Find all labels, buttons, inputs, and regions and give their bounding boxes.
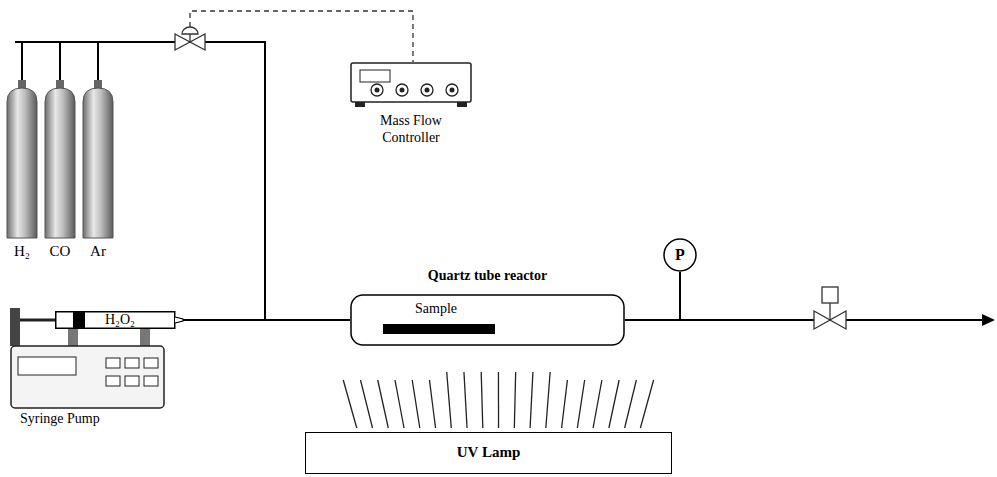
control-signal: [190, 11, 413, 62]
gas-cylinder: CO: [44, 80, 76, 260]
control-signal: [190, 11, 413, 62]
uv-ray: [514, 372, 515, 428]
uv-ray: [577, 380, 584, 428]
gas-valve: [190, 34, 205, 50]
device-label: Mass Flow Controller: [365, 112, 457, 146]
pump-frame: [140, 327, 150, 346]
uv-ray: [546, 372, 550, 428]
uv-ray: [343, 380, 357, 428]
outlet-valve: [829, 303, 830, 320]
uv-lamp: UV Lamp: [305, 432, 672, 474]
node-outline: [82, 80, 114, 238]
node-outline: [10, 345, 165, 409]
reagent-label: H₂O₂: [105, 311, 135, 329]
gas-valve: [189, 34, 190, 42]
uv-ray: [412, 380, 420, 428]
gas-valve: [175, 27, 205, 50]
gas-cylinder: H₂: [6, 80, 38, 260]
uv-ray: [447, 372, 452, 428]
uv-ray: [481, 372, 483, 428]
uv-ray: [640, 380, 653, 428]
sample-label: Sample: [415, 300, 457, 317]
gas-label: Ar: [90, 243, 106, 260]
uv-ray: [562, 380, 568, 428]
quartz-tube-reactor: Quartz tube reactorSample: [350, 266, 625, 346]
pipe-line: [625, 272, 680, 320]
syringe-pump: Syringe Pump: [10, 345, 165, 427]
sample-bar: Sample: [383, 300, 495, 334]
syringe: H₂O₂: [55, 311, 183, 329]
uv-ray: [378, 380, 389, 428]
node-outline: [6, 80, 38, 238]
reactor-title: Quartz tube reactor: [428, 266, 547, 286]
node-outline: [44, 80, 76, 238]
gas-cylinder: Ar: [82, 80, 114, 260]
pipe-line: [183, 319, 350, 321]
uv-ray: [530, 372, 533, 428]
outlet-valve: [814, 311, 830, 329]
uv-ray: [429, 380, 435, 428]
pipe-line: [22, 42, 350, 320]
gas-valve: [175, 34, 190, 50]
pipe-line: [98, 42, 350, 320]
outlet-valve: [822, 287, 838, 303]
device-label: Syringe Pump: [20, 410, 100, 427]
pump-frame: [10, 308, 20, 346]
node-outline: [350, 62, 472, 108]
gauge-letter: P: [675, 238, 685, 272]
uv-rays: [343, 372, 653, 428]
pump-frame: [10, 308, 150, 346]
pipe-line: [60, 42, 350, 320]
gas-label: H₂: [14, 243, 30, 260]
node-outline: [383, 324, 495, 334]
uv-ray: [625, 380, 637, 428]
outlet-line: [982, 314, 995, 326]
uv-ray: [609, 380, 619, 428]
gas-valve: [182, 27, 198, 34]
gas-label: CO: [50, 243, 71, 260]
pressure-gauge: P: [663, 238, 697, 272]
outlet-valve: [814, 287, 846, 329]
lamp-label: UV Lamp: [457, 433, 521, 472]
uv-ray: [593, 380, 602, 428]
outlet-valve: [830, 311, 846, 329]
pump-frame: [68, 327, 78, 346]
uv-ray: [360, 380, 372, 428]
node-outline: [350, 294, 625, 346]
uv-ray: [464, 372, 467, 428]
mass-flow-controller: Mass Flow Controller: [350, 62, 472, 146]
uv-ray: [395, 380, 404, 428]
uv-ray: [498, 372, 499, 428]
